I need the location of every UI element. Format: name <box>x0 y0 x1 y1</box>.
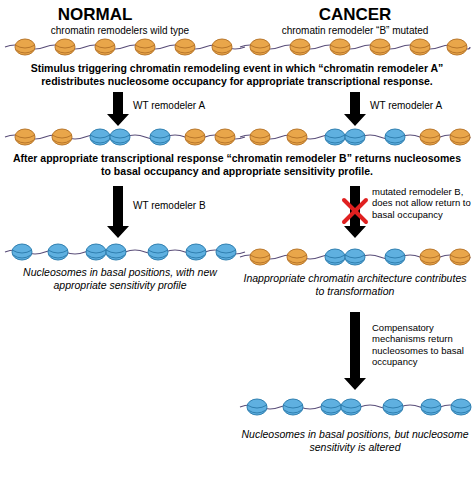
outcome-note: Nucleosomes in basal positions, with new… <box>5 266 235 291</box>
nucleosome <box>250 39 270 55</box>
arrow-label: WT remodeler B <box>133 200 243 212</box>
nucleosome <box>135 39 155 55</box>
nucleosome <box>341 399 361 415</box>
down-arrow <box>344 312 366 390</box>
nucleosome <box>212 39 232 55</box>
outcome-note: Nucleosomes in basal positions, but nucl… <box>240 428 470 453</box>
red-cross <box>344 200 366 222</box>
down-arrow <box>107 186 129 238</box>
nucleosome <box>250 129 270 145</box>
nucleosome <box>385 249 405 265</box>
nucleosome <box>325 129 345 145</box>
nucleosome <box>370 39 390 55</box>
nucleosome <box>250 249 270 265</box>
arrow-label: mutated remodeler B, does not allow retu… <box>372 186 472 220</box>
step-description: After appropriate transcriptional respon… <box>8 152 466 177</box>
nucleosome <box>95 39 115 55</box>
nucleosome <box>345 249 365 265</box>
nucleosome <box>52 129 72 145</box>
down-arrow <box>344 186 366 238</box>
nucleosome <box>290 39 310 55</box>
arrow-label: WT remodeler A <box>370 100 470 112</box>
nucleosome <box>451 399 471 415</box>
column-heading: NORMAL <box>45 5 145 25</box>
arrow-label: WT remodeler A <box>133 100 243 112</box>
nucleosome <box>12 244 32 260</box>
nucleosome <box>325 249 345 265</box>
nucleosome <box>385 129 405 145</box>
nucleosome <box>330 39 350 55</box>
nucleosome <box>450 249 470 265</box>
nucleosome <box>106 244 126 260</box>
nucleosome <box>345 129 365 145</box>
nucleosome <box>450 129 470 145</box>
nucleosome <box>383 399 403 415</box>
down-arrow <box>344 92 366 126</box>
dna-strand <box>5 45 245 49</box>
nucleosome <box>15 39 35 55</box>
nucleosome <box>150 129 170 145</box>
column-heading: CANCER <box>305 5 405 25</box>
nucleosome <box>215 129 235 145</box>
outcome-note: Inappropriate chromatin architecture con… <box>240 272 470 297</box>
nucleosome <box>55 39 75 55</box>
nucleosome <box>48 244 68 260</box>
nucleosome <box>321 399 341 415</box>
nucleosome <box>420 129 440 145</box>
nucleosome <box>420 249 440 265</box>
nucleosome <box>287 129 307 145</box>
nucleosome <box>86 244 106 260</box>
nucleosome <box>410 39 430 55</box>
nucleosome <box>90 129 110 145</box>
nucleosome <box>447 39 467 55</box>
nucleosome <box>421 399 441 415</box>
step-description: Stimulus triggering chromatin remodeling… <box>8 62 466 87</box>
down-arrow <box>107 92 129 126</box>
dna-strand <box>240 45 470 49</box>
nucleosome <box>185 129 205 145</box>
arrow-label: Compensatory mechanisms return nucleosom… <box>372 322 472 368</box>
nucleosome <box>175 39 195 55</box>
red-cross <box>344 200 366 222</box>
nucleosome <box>283 399 303 415</box>
nucleosome <box>216 244 236 260</box>
nucleosome <box>186 244 206 260</box>
nucleosome <box>148 244 168 260</box>
nucleosome <box>247 399 267 415</box>
column-subtitle: chromatin remodeler “B” mutated <box>240 25 470 37</box>
nucleosome <box>110 129 130 145</box>
nucleosome <box>15 129 35 145</box>
nucleosome <box>287 249 307 265</box>
column-subtitle: chromatin remodelers wild type <box>5 25 235 37</box>
